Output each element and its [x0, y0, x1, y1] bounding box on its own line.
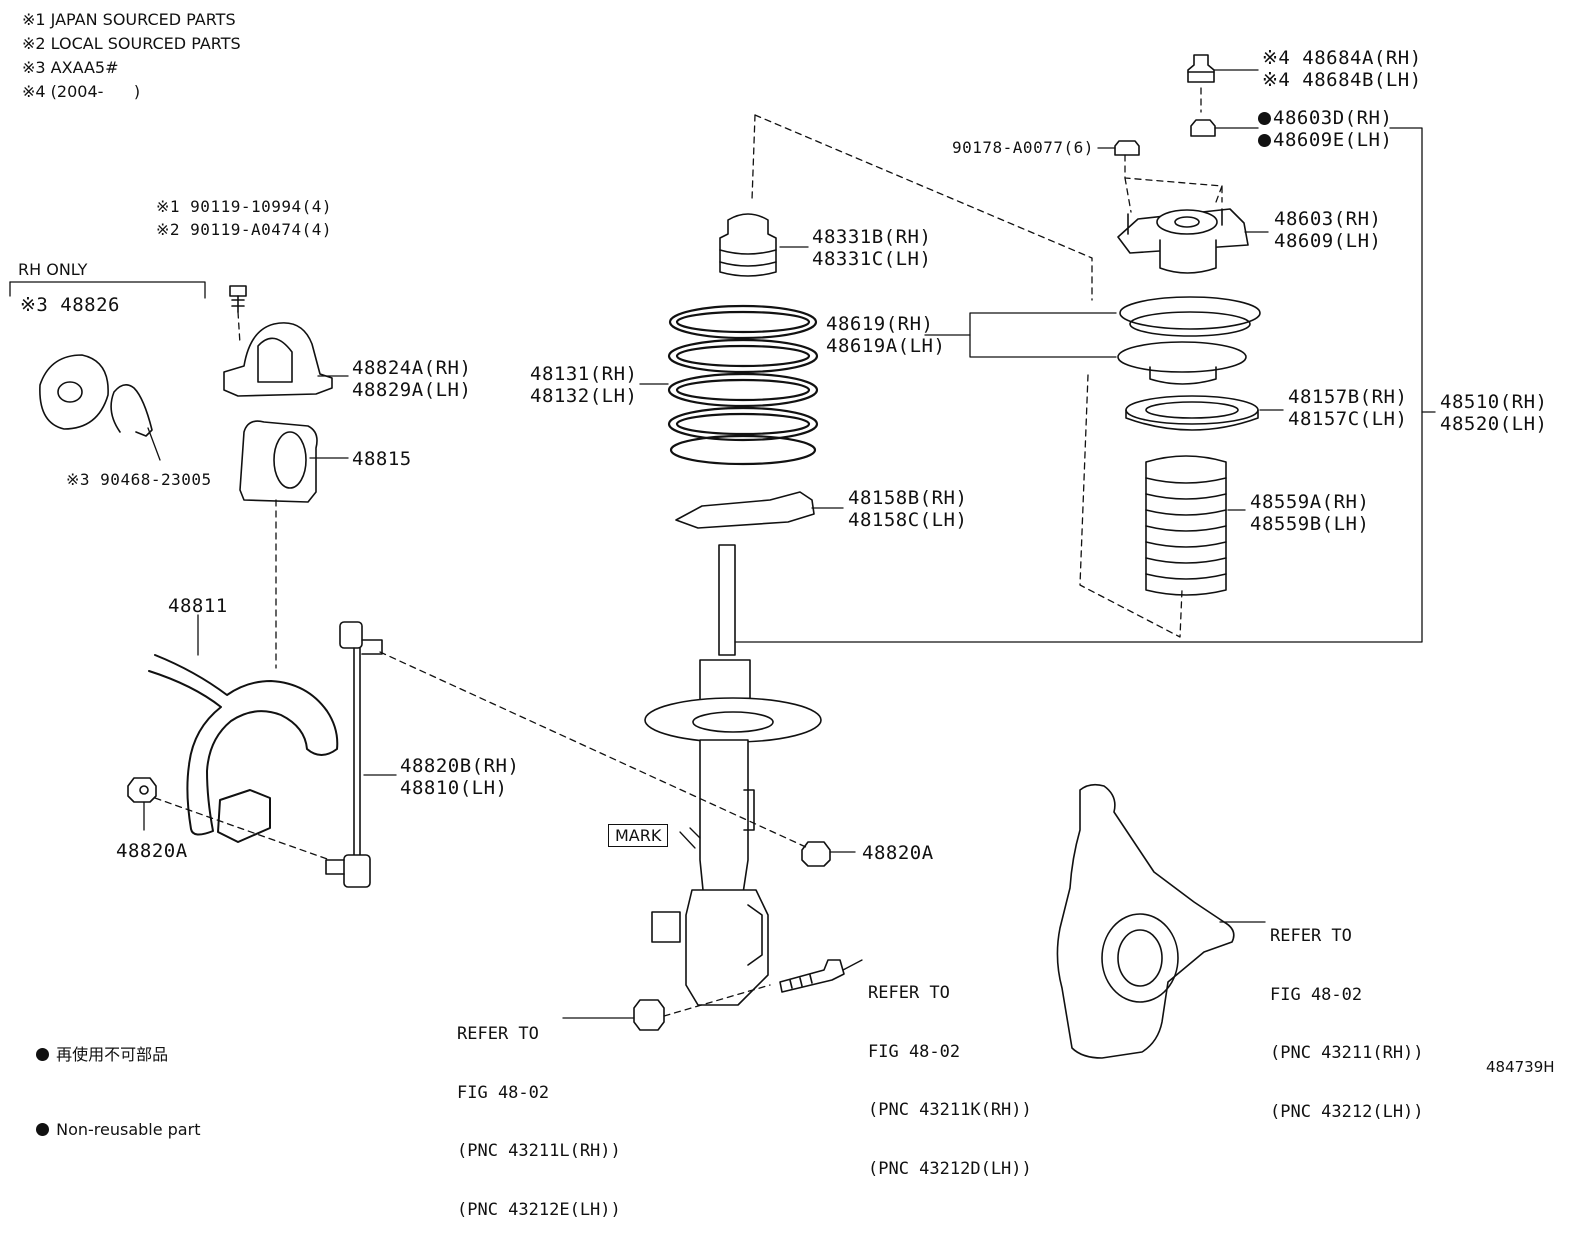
non-reusable-dot: [36, 1123, 49, 1136]
dust-boot: [1145, 455, 1227, 596]
label-48158C: 48158C(LH): [848, 509, 968, 531]
strut-bolt: [779, 959, 845, 993]
upper-spring-seat: [1117, 296, 1261, 385]
non-reusable-dot: [1258, 134, 1271, 147]
label-48684A: ※4 48684A(RH): [1262, 47, 1422, 69]
label-48609: 48609(LH): [1274, 230, 1382, 252]
label-48331B: 48331B(RH): [812, 226, 932, 248]
label-48810: 48810(LH): [400, 777, 508, 799]
label-90119-a: ※1 90119-10994(4): [156, 197, 333, 216]
label-48826: ※3 48826: [20, 294, 120, 316]
ref-knuckle: REFER TO FIG 48-02 (PNC 43211(RH)) (PNC …: [1270, 888, 1424, 1142]
figure-id: 484739H: [1486, 1058, 1555, 1076]
label-48331C: 48331C(LH): [812, 248, 932, 270]
stabilizer-link: [325, 621, 383, 888]
strut-nut-lower: [633, 999, 665, 1031]
label-48609E: 48609E(LH): [1258, 129, 1392, 151]
shock-absorber: [644, 544, 822, 1006]
coil-spring: [667, 304, 819, 466]
parts-diagram: [9, 54, 1436, 1059]
note-4: ※4 (2004- ): [22, 82, 141, 101]
legend-japanese: 再使用不可部品: [56, 1045, 169, 1064]
ref-nut-line1: REFER TO: [457, 1024, 539, 1044]
label-48824A: 48824A(RH): [352, 357, 472, 379]
label-48603D-text: 48603D(RH): [1273, 107, 1393, 129]
label-48131: 48131(RH): [530, 363, 638, 385]
label-90178: 90178-A0077(6): [952, 138, 1094, 157]
ref-bolt: REFER TO FIG 48-02 (PNC 43211K(RH)) (PNC…: [868, 945, 1032, 1199]
ref-bolt-line2: FIG 48-02: [868, 1041, 961, 1062]
ref-knuckle-line3: (PNC 43211(RH)): [1270, 1043, 1424, 1063]
label-48158B: 48158B(RH): [848, 487, 968, 509]
ref-knuckle-line4: (PNC 43212(LH)): [1270, 1101, 1424, 1122]
bracket-bolt: [229, 285, 247, 313]
non-reusable-dot: [1258, 112, 1271, 125]
label-48619: 48619(RH): [826, 313, 934, 335]
lower-spring-seat: [675, 491, 815, 529]
stabilizer-bracket: [223, 322, 333, 397]
link-nut-left: [127, 777, 157, 803]
ref-knuckle-line1: REFER TO: [1270, 926, 1352, 946]
assembly-lines: [154, 87, 1223, 1017]
label-48829A: 48829A(LH): [352, 379, 472, 401]
spring-insulator: [1125, 395, 1259, 431]
stabilizer-bar: [148, 654, 339, 843]
label-48820B: 48820B(RH): [400, 755, 520, 777]
link-nut-right: [801, 841, 831, 867]
label-48157C: 48157C(LH): [1288, 408, 1408, 430]
label-48132: 48132(LH): [530, 385, 638, 407]
upper-insulator-cap: [1187, 54, 1215, 83]
ref-bolt-line4: (PNC 43212D(LH)): [868, 1158, 1032, 1179]
label-48559B: 48559B(LH): [1250, 513, 1370, 535]
label-48520: 48520(LH): [1440, 413, 1548, 435]
legend-row-2: Non-reusable part: [36, 1117, 200, 1142]
label-48619A: 48619A(LH): [826, 335, 946, 357]
legend-row-1: 再使用不可部品: [36, 1042, 200, 1067]
label-48603D: 48603D(RH): [1258, 107, 1392, 129]
label-48603: 48603(RH): [1274, 208, 1382, 230]
legend: 再使用不可部品 Non-reusable part: [36, 992, 200, 1167]
note-3: ※3 AXAA5#: [22, 58, 119, 77]
label-48157B: 48157B(RH): [1288, 386, 1408, 408]
clip-shield: [39, 354, 153, 437]
label-48684B: ※4 48684B(LH): [1262, 69, 1422, 91]
leader-lines: [9, 69, 1436, 1019]
ref-bolt-line1: REFER TO: [868, 983, 950, 1003]
ref-nut-line4: (PNC 43212E(LH)): [457, 1199, 621, 1220]
ref-nut-line3: (PNC 43211L(RH)): [457, 1141, 621, 1161]
ref-nut: REFER TO FIG 48-02 (PNC 43211L(RH)) (PNC…: [457, 986, 621, 1240]
label-90119-b: ※2 90119-A0474(4): [156, 220, 333, 239]
legend-english: Non-reusable part: [56, 1120, 201, 1139]
label-rh-only: RH ONLY: [18, 260, 88, 279]
label-48510: 48510(RH): [1440, 391, 1548, 413]
strut-nut: [1190, 119, 1216, 137]
label-48815: 48815: [352, 448, 412, 470]
label-90468: ※3 90468-23005: [66, 470, 212, 489]
non-reusable-dot: [36, 1048, 49, 1061]
mount-nut-90178: [1114, 140, 1140, 156]
strut-mount: [1117, 208, 1249, 274]
ref-nut-line2: FIG 48-02: [457, 1082, 550, 1103]
steering-knuckle: [1056, 783, 1235, 1059]
note-1: ※1 JAPAN SOURCED PARTS: [22, 10, 236, 29]
label-48609E-text: 48609E(LH): [1273, 129, 1393, 151]
label-48811: 48811: [168, 595, 228, 617]
stabilizer-bushing: [239, 420, 318, 503]
ref-knuckle-line2: FIG 48-02: [1270, 984, 1363, 1005]
note-2: ※2 LOCAL SOURCED PARTS: [22, 34, 241, 53]
mark-callout: MARK: [608, 824, 669, 847]
bump-stopper: [719, 213, 777, 277]
label-48559A: 48559A(RH): [1250, 491, 1370, 513]
label-48820A-right: 48820A: [862, 842, 934, 864]
label-48820A-left: 48820A: [116, 840, 188, 862]
ref-bolt-line3: (PNC 43211K(RH)): [868, 1100, 1032, 1120]
